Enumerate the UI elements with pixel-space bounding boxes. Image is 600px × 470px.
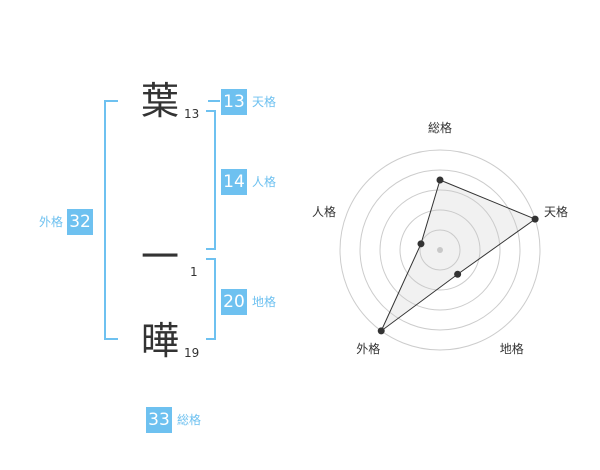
jinkaku-bracket [206,110,216,250]
tenkaku-value: 13 [221,89,247,115]
radar-point-地格 [454,270,462,278]
gaikaku-label: 外格 [39,215,64,229]
chikaku-bracket [206,258,216,340]
soukaku-label: 総格 [177,413,202,427]
gaikaku-badge: 外格 32 [39,209,94,235]
jinkaku-value: 14 [221,169,247,195]
jinkaku-label: 人格 [252,175,277,189]
radar-ring-2 [399,209,481,291]
radar-axis-label-地格: 地格 [499,341,524,356]
radar-series-polygon [380,179,537,332]
radar-axis-label-外格: 外格 [356,341,381,356]
given-char-2: 曄 [140,319,179,363]
radar-point-総格 [436,176,444,184]
radar-point-天格 [531,215,539,223]
surname-char-1: 葉 [140,79,179,123]
jinkaku-badge: 14 人格 [221,169,276,195]
radar-ring-5 [339,149,541,351]
tenkaku-label: 天格 [252,95,277,109]
radar-axis-label-総格: 総格 [427,121,453,135]
radar-center-dot [437,247,443,253]
gaikaku-value: 32 [67,209,94,235]
given-char-1-strokes: 1 [190,265,198,279]
surname-char-1-strokes: 13 [184,107,200,121]
chikaku-label: 地格 [252,295,277,309]
chikaku-badge: 20 地格 [221,289,276,315]
radar-axis-label-人格: 人格 [311,205,336,220]
soukaku-badge: 33 総格 [146,407,201,433]
chikaku-value: 20 [221,289,247,315]
gaikaku-bracket [104,100,118,340]
soukaku-value: 33 [146,407,172,433]
tenkaku-bracket [208,100,220,102]
tenkaku-badge: 13 天格 [221,89,276,115]
given-char-2-strokes: 19 [184,346,200,360]
given-char-1: 一 [140,235,179,279]
radar-axis-label-天格: 天格 [544,205,569,220]
radar-point-外格 [377,327,385,335]
radar-ring-3 [379,189,501,311]
radar-ring-1 [419,229,461,271]
radar-point-人格 [417,240,425,248]
radar-ring-4 [359,169,521,331]
